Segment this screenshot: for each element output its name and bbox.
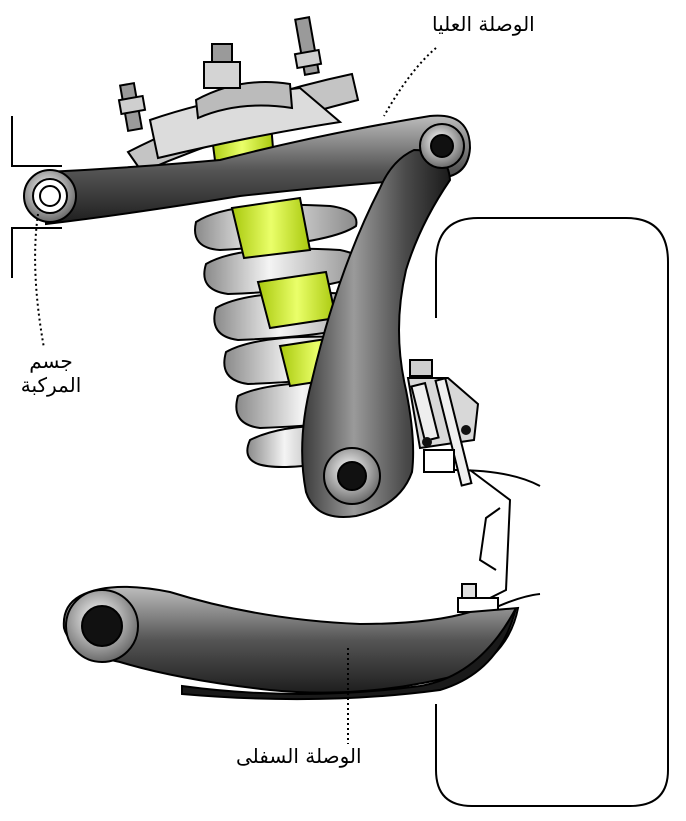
lower-ball-joint <box>457 583 499 613</box>
label-lower-link: الوصلة السفلى <box>236 744 362 768</box>
upper-control-arm-link <box>301 148 452 518</box>
leader-upper-link <box>383 47 437 117</box>
wheel-outline <box>435 217 669 807</box>
bushing-upper-outer <box>419 123 465 169</box>
label-upper-link: الوصلة العليا <box>432 12 535 36</box>
bushing-upper-inner <box>23 169 77 223</box>
strut-top-mount <box>117 16 360 174</box>
label-vehicle-body-line2: المركبة <box>20 373 82 397</box>
vehicle-body-frame <box>11 116 62 278</box>
bushing-lower-arm <box>65 589 139 663</box>
upper-control-arm <box>45 114 472 226</box>
leader-vehicle-body <box>34 213 45 349</box>
label-vehicle-body: جسم المركبة <box>8 349 94 397</box>
label-vehicle-body-line1: جسم <box>29 349 73 373</box>
bushing-lower-link <box>323 447 381 505</box>
upper-ball-joint <box>406 359 480 487</box>
